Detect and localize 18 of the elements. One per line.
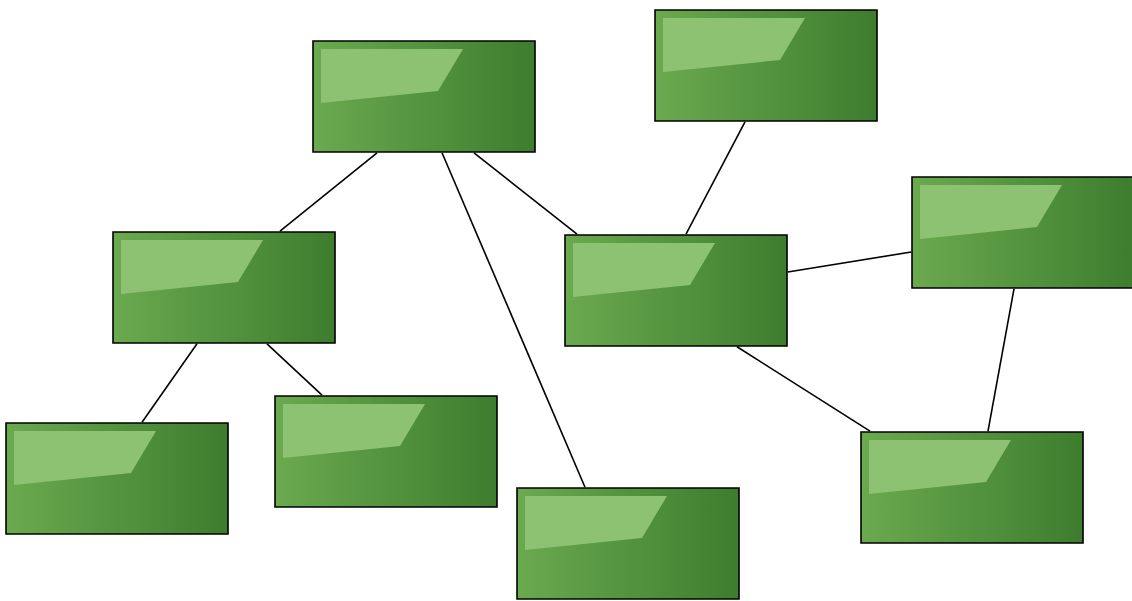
connector-line <box>473 152 578 235</box>
connector-line <box>787 251 912 273</box>
node-box <box>654 9 878 122</box>
connector-line <box>736 346 871 432</box>
connector-line <box>441 152 586 488</box>
node-box <box>564 234 788 347</box>
node-box <box>911 176 1132 289</box>
connector-line <box>685 121 746 235</box>
connector-line <box>141 343 198 423</box>
node-box <box>312 40 536 153</box>
connector-line <box>987 288 1015 432</box>
connector-line <box>279 152 378 232</box>
node-box <box>5 422 229 535</box>
node-box <box>516 487 740 600</box>
connector-line <box>266 343 323 396</box>
node-box <box>860 431 1084 544</box>
node-box <box>274 395 498 508</box>
node-box <box>112 231 336 344</box>
